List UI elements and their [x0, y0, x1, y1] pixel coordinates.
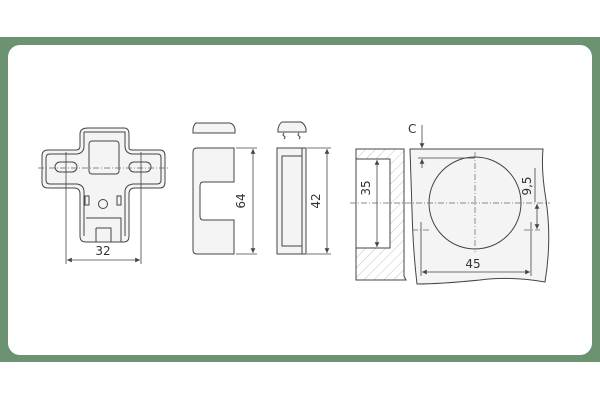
dim-part2-height: 42: [309, 193, 323, 208]
cover-part-42: 42: [276, 121, 331, 255]
dim-offset: 9,5: [520, 176, 534, 195]
cover-part-64: 64: [192, 122, 257, 255]
dim-part-height: 64: [234, 193, 248, 208]
dim-hole-spacing: 45: [465, 257, 480, 271]
cabinet-section: 35: [355, 148, 407, 281]
mounting-plate: 32: [38, 127, 170, 264]
dim-plate-width: 32: [95, 244, 110, 258]
dim-distance-c: C: [408, 122, 416, 136]
door-panel: 45 C 9,5: [350, 122, 550, 285]
dim-cup-depth: 35: [359, 180, 373, 195]
